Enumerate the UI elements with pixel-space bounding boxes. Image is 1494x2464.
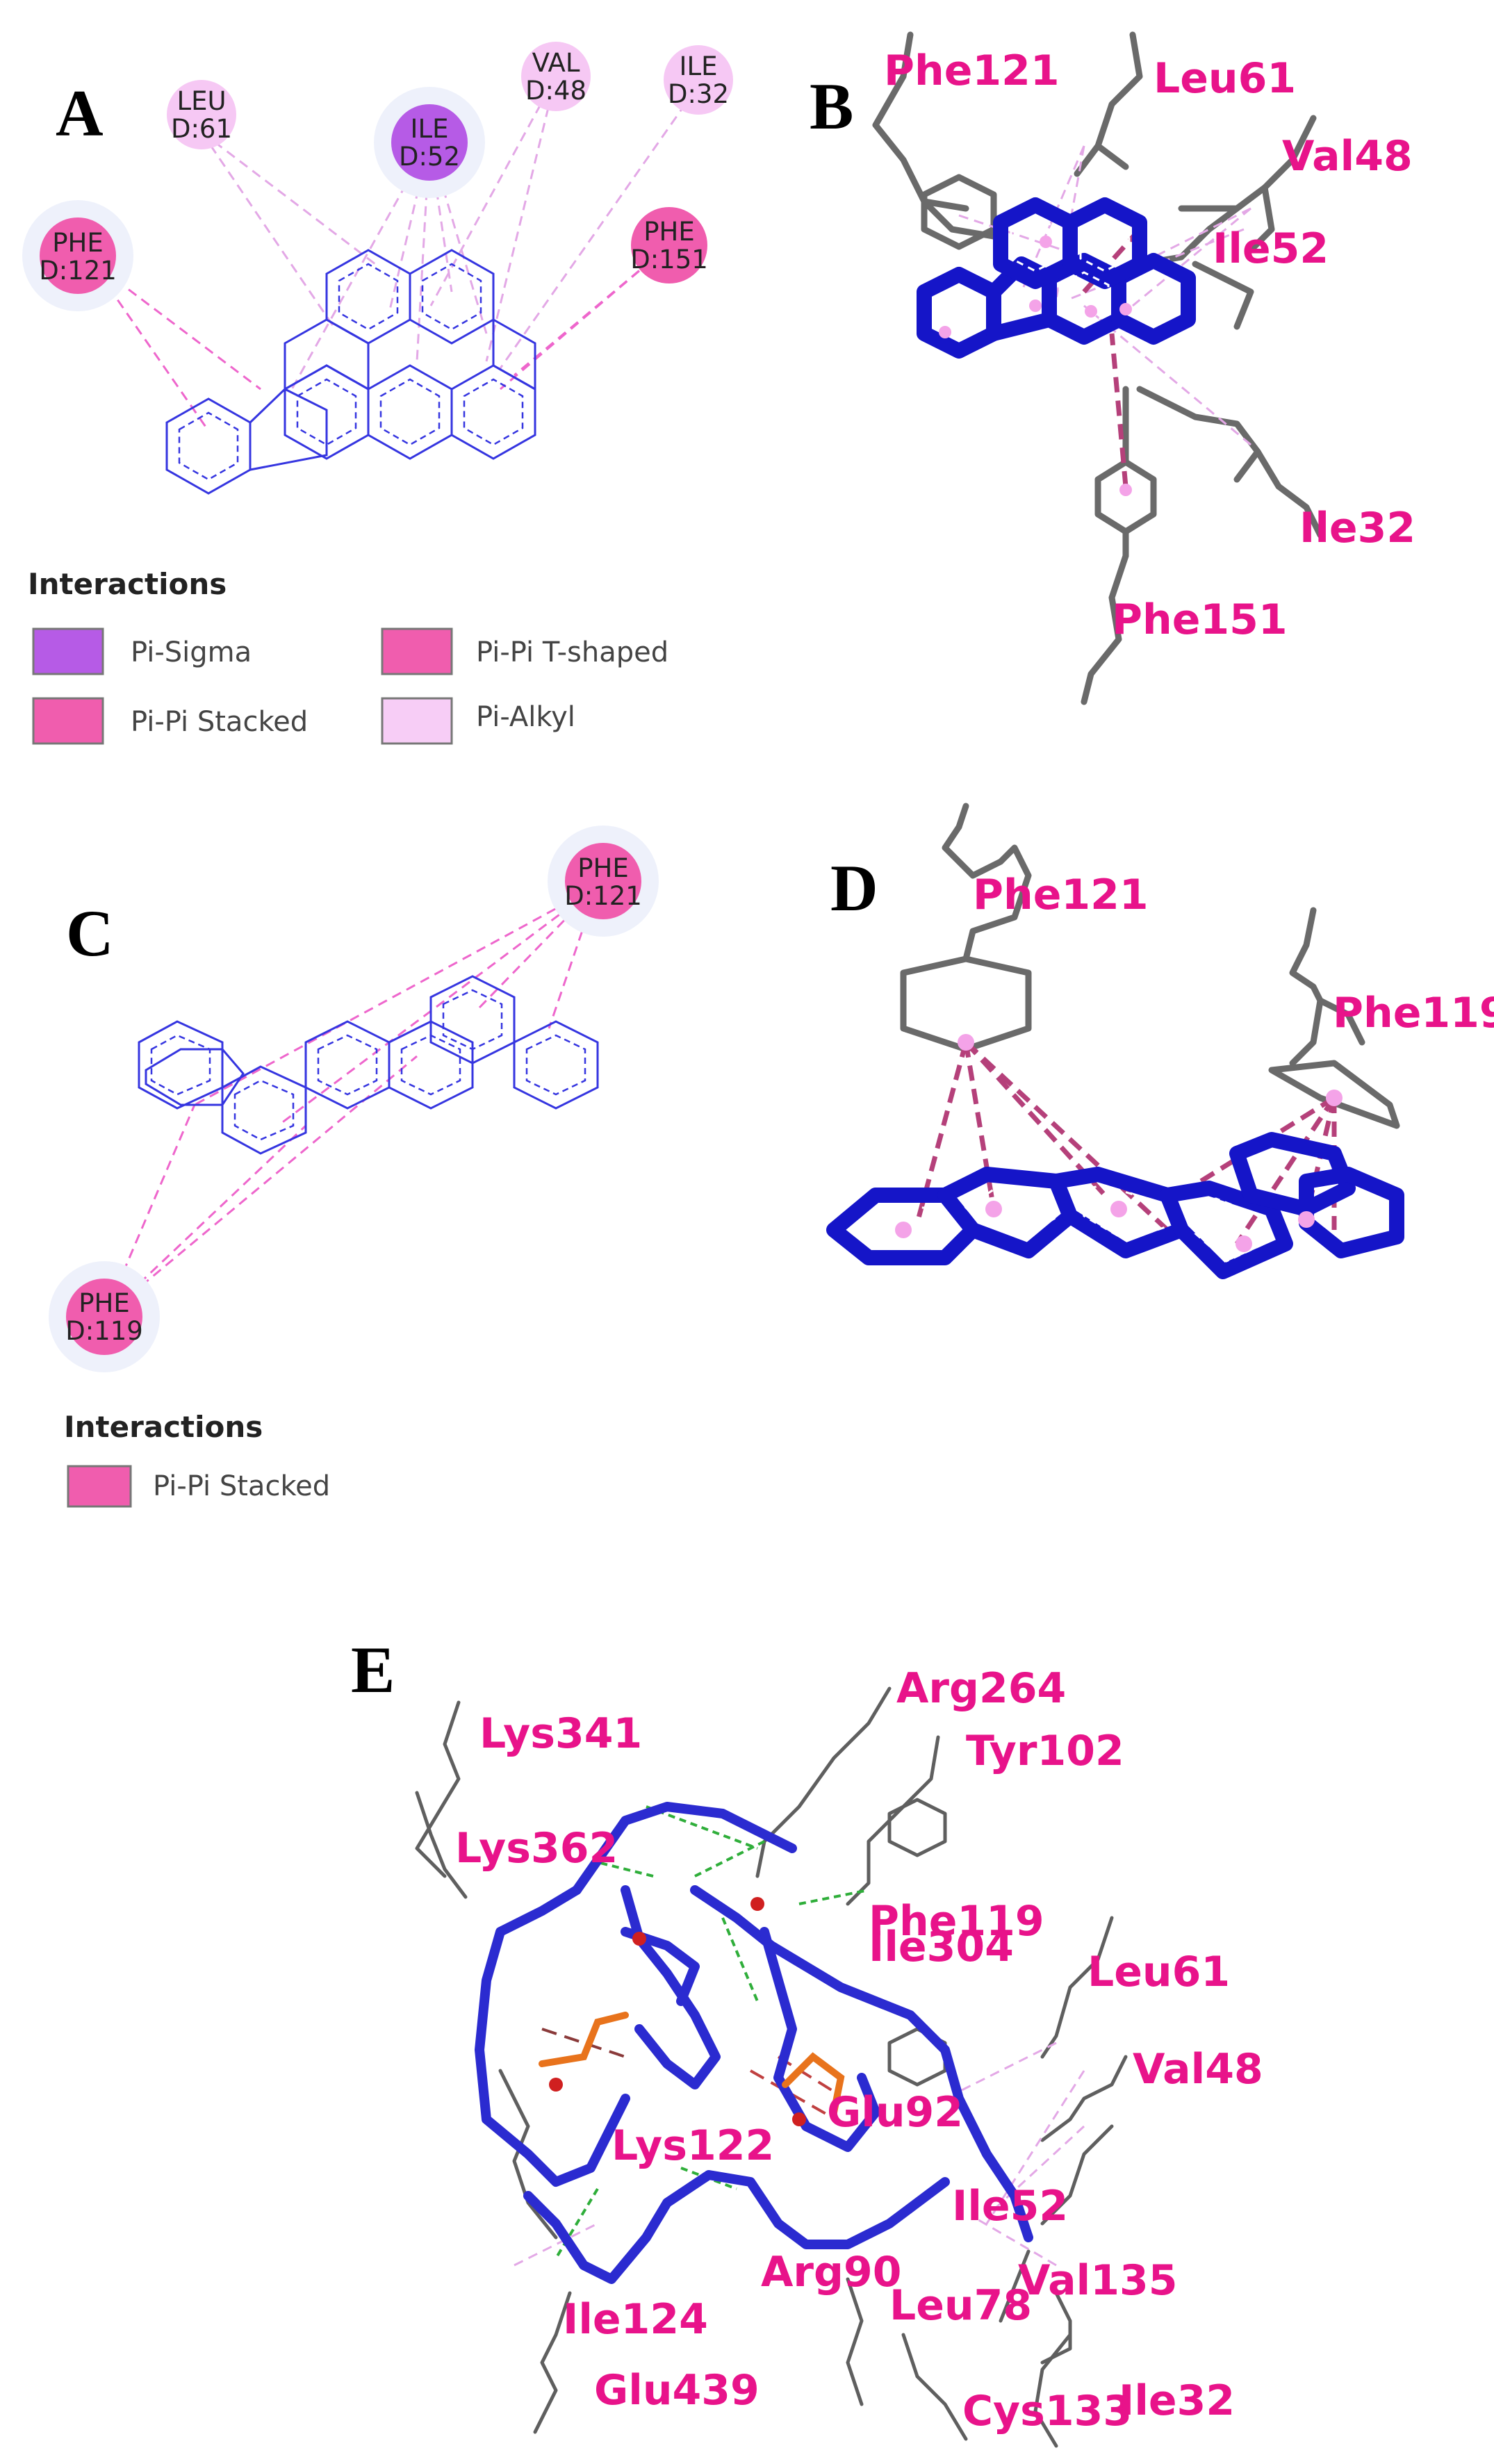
legend-swatch-pi-pi-stacked: [67, 1465, 132, 1508]
svg-text:Pi-Pi Stacked: Pi-Pi Stacked: [153, 1470, 330, 1502]
panel-label-e: E: [351, 1633, 395, 1707]
panel-e-label-arg264: Arg264: [896, 1664, 1066, 1713]
panel-b-label-ile32: Ile32: [1299, 504, 1415, 552]
panel-b-label-phe121: Phe121: [884, 47, 1060, 95]
panel-e-label-arg90: Arg90: [761, 2248, 901, 2297]
svg-text:PHE: PHE: [79, 1288, 130, 1318]
panel-e-label-leu78: Leu78: [889, 2281, 1032, 2330]
panel-a-residue-val48: VAL D:48: [521, 42, 591, 111]
panel-e-label-val48: Val48: [1133, 2045, 1263, 2094]
panel-e-label-tyr102: Tyr102: [966, 1727, 1124, 1775]
panel-e: E: [351, 1633, 1263, 2448]
panel-e-side-chains: [415, 1686, 1128, 2448]
svg-text:D:61: D:61: [171, 114, 232, 144]
panel-e-label-lys341: Lys341: [479, 1709, 642, 1758]
panel-label-d: D: [830, 851, 878, 925]
panel-e-label-ile304: Ile304: [869, 1923, 1014, 1971]
panel-a-residue-phe151: PHE D:151: [630, 207, 708, 284]
svg-text:D:151: D:151: [630, 245, 708, 274]
panel-e-label-cys133: Cys133: [962, 2387, 1132, 2436]
panel-d: D: [826, 803, 1494, 1279]
panel-label-a: A: [56, 76, 104, 150]
panel-d-ligand: [826, 1034, 1404, 1279]
panel-c-ligand: [138, 975, 599, 1155]
svg-text:Pi-Pi T-shaped: Pi-Pi T-shaped: [476, 636, 668, 668]
panel-e-label-glu92: Glu92: [827, 2088, 963, 2137]
svg-text:PHE: PHE: [643, 217, 695, 247]
panel-b-ligand: [917, 197, 1196, 496]
svg-text:Pi-Pi Stacked: Pi-Pi Stacked: [131, 706, 308, 738]
panel-c-legend: Interactions Pi-Pi Stacked: [64, 1410, 330, 1508]
panel-e-ligand-backbone: [475, 1802, 1033, 2284]
svg-text:D:52: D:52: [399, 142, 460, 172]
panel-b: B: [810, 31, 1415, 705]
svg-text:D:121: D:121: [39, 256, 117, 286]
panel-e-label-lys122: Lys122: [611, 2121, 774, 2170]
svg-text:VAL: VAL: [532, 48, 580, 78]
panel-c-interactions: [103, 885, 599, 1318]
panel-b-label-phe151: Phe151: [1112, 596, 1288, 644]
svg-text:ILE: ILE: [411, 114, 449, 144]
svg-text:LEU: LEU: [177, 86, 226, 116]
panel-b-label-val48: Val48: [1282, 132, 1413, 181]
panel-e-label-ile32: Ile32: [1119, 2376, 1235, 2425]
panel-a-ligand: [165, 249, 536, 495]
panel-e-label-leu61: Leu61: [1087, 1948, 1230, 1996]
panel-e-label-lys362: Lys362: [455, 1824, 618, 1873]
panel-e-label-ile124: Ile124: [563, 2295, 708, 2344]
legend-swatch-pi-sigma: [32, 627, 104, 675]
panel-a-residue-ile32: ILE D:32: [664, 45, 733, 115]
panel-e-phosphate-groups: [539, 1897, 845, 2126]
svg-text:D:48: D:48: [525, 76, 586, 106]
panel-a-residue-phe121: PHE D:121: [22, 200, 133, 311]
svg-text:ILE: ILE: [680, 51, 718, 81]
panel-e-label-phe119: Phe119: [869, 1897, 1044, 1946]
panel-a: A: [22, 42, 733, 745]
panel-e-label-ile52: Ile52: [952, 2182, 1068, 2231]
panel-a-legend: Interactions Pi-Sigma Pi-Pi T-shaped Pi-…: [28, 567, 668, 745]
svg-text:Interactions: Interactions: [64, 1410, 263, 1444]
panel-a-residue-leu61: LEU D:61: [167, 80, 236, 149]
svg-text:D:121: D:121: [564, 881, 642, 911]
svg-text:Pi-Sigma: Pi-Sigma: [131, 636, 252, 668]
legend-swatch-pi-alkyl: [381, 697, 453, 745]
panel-e-label-glu439: Glu439: [594, 2366, 760, 2415]
panel-c-residue-phe119: PHE D:119: [49, 1261, 160, 1372]
panel-a-residue-ile52: ILE D:52: [374, 87, 485, 198]
panel-label-b: B: [810, 69, 853, 143]
svg-text:Pi-Alkyl: Pi-Alkyl: [476, 701, 575, 733]
panel-e-label-val135: Val135: [1018, 2256, 1177, 2305]
svg-text:PHE: PHE: [52, 228, 104, 258]
legend-title: Interactions: [28, 567, 227, 601]
panel-d-label-phe121: Phe121: [973, 871, 1149, 919]
svg-text:PHE: PHE: [577, 853, 629, 883]
panel-label-c: C: [66, 896, 114, 970]
panel-d-label-phe119: Phe119: [1333, 989, 1494, 1037]
legend-swatch-pi-pi-t-shaped: [381, 627, 453, 675]
panel-b-label-leu61: Leu61: [1154, 54, 1296, 103]
svg-text:D:119: D:119: [65, 1316, 143, 1346]
panel-c-residue-phe121: PHE D:121: [548, 826, 659, 937]
legend-swatch-pi-pi-stacked: [32, 697, 104, 745]
panel-c: C PHE: [49, 826, 659, 1508]
panel-e-interactions: [514, 1805, 1085, 2267]
svg-text:D:32: D:32: [668, 79, 729, 109]
panel-b-label-ile52: Ile52: [1213, 224, 1329, 273]
panel-d-residue-sticks: [900, 803, 1400, 1129]
